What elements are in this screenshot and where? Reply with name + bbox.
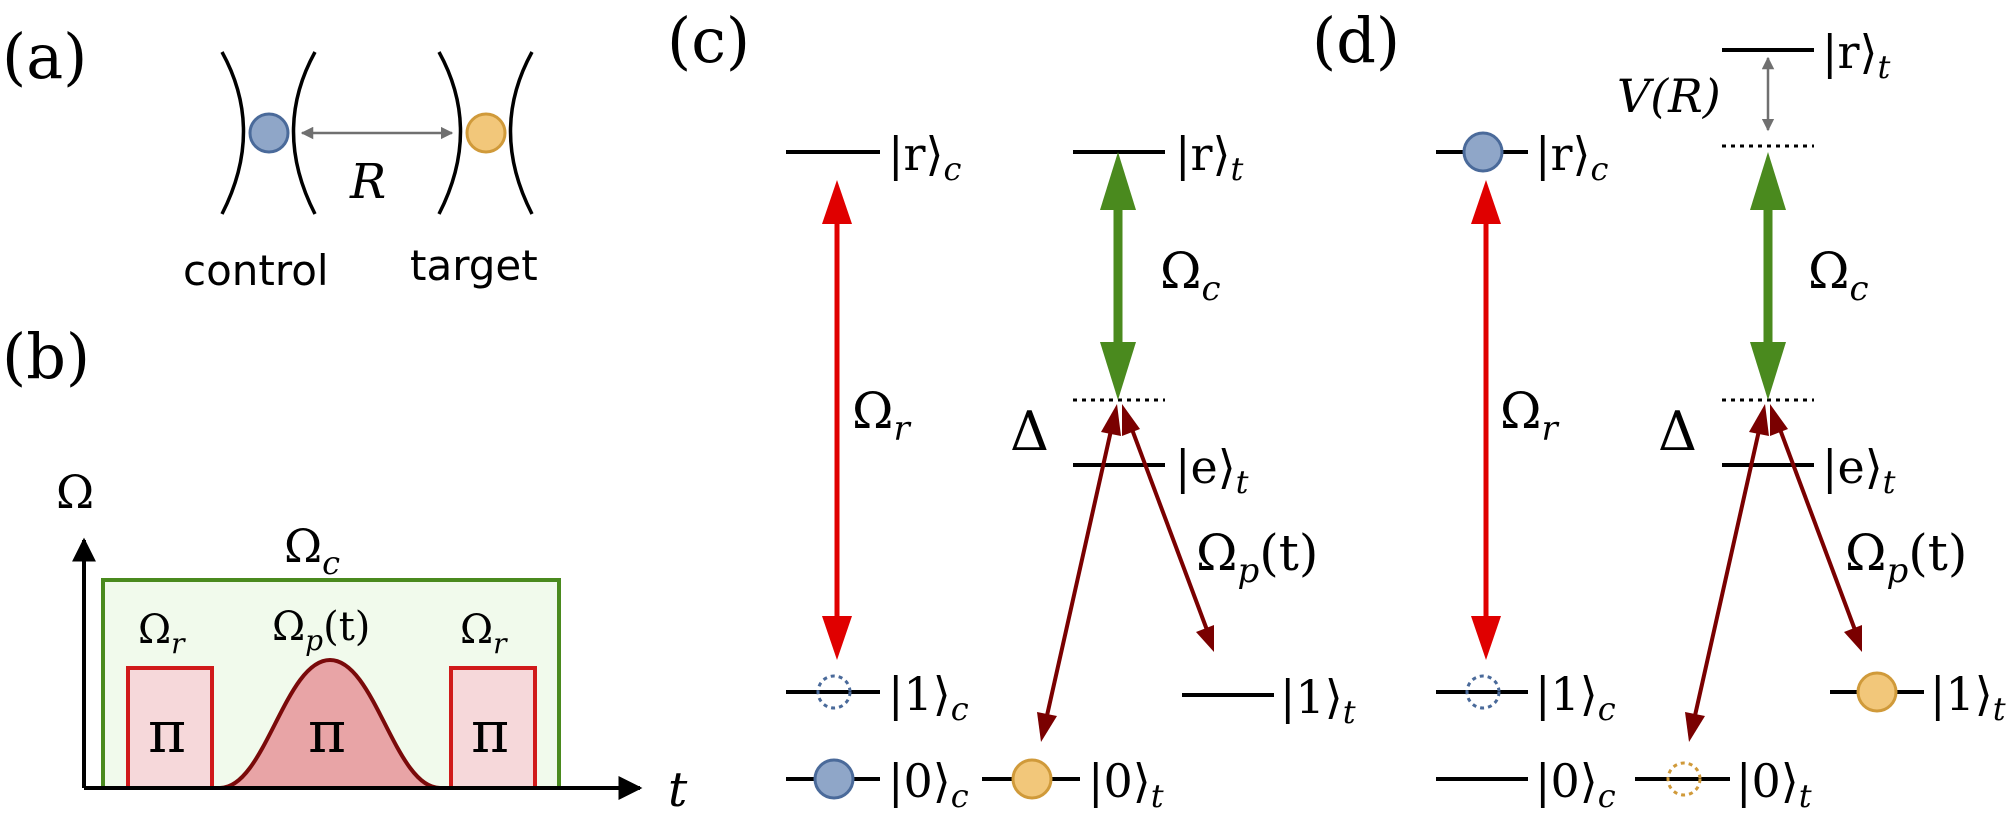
target-atom	[465, 112, 507, 154]
omega-c-head-up	[1100, 152, 1136, 210]
ghost-control-atom	[1465, 674, 1501, 710]
label-r-t: |r⟩t	[1175, 127, 1243, 188]
control-trap-left	[220, 51, 246, 215]
omega-p-right-head-down	[1844, 625, 1862, 652]
control-label: control	[183, 246, 329, 295]
control-trap-right	[291, 51, 317, 215]
omega-p-arrow-right	[1776, 423, 1857, 631]
omega-c-label: Ωc	[1160, 242, 1221, 309]
label-e-t: |e⟩t	[1822, 440, 1896, 501]
target-label: target	[410, 241, 538, 290]
coupling-label: Ωc	[284, 519, 340, 582]
target-trap-right	[508, 51, 534, 215]
pi-left: π	[148, 698, 186, 766]
omega-p-label: Ωp(t)	[1196, 524, 1318, 591]
control-atom-0	[813, 758, 855, 800]
label-0-t: |0⟩t	[1736, 754, 1812, 815]
panel-a-tag: (a)	[2, 20, 87, 93]
pulse-right-label: Ωr	[460, 607, 508, 660]
target-trap-left	[437, 51, 463, 215]
control-atom	[248, 112, 290, 154]
omega-p-arrow-right	[1128, 423, 1209, 631]
omega-r-head-down	[1471, 616, 1501, 660]
pi-mid: π	[308, 698, 346, 766]
panel-c-tag: (c)	[667, 4, 750, 77]
pulse-left-label: Ωr	[138, 607, 186, 660]
omega-c-head-up	[1750, 152, 1786, 210]
omega-c-head-down	[1100, 342, 1136, 400]
ghost-target-atom	[1666, 761, 1702, 797]
detuning-label: Δ	[1658, 400, 1697, 463]
panel-a: (a) R control target	[2, 20, 538, 295]
omega-p-left-head-down	[1037, 712, 1057, 742]
label-1-t: |1⟩t	[1930, 667, 2006, 728]
target-atom-0	[1011, 758, 1053, 800]
omega-p-right-head-up	[1770, 404, 1788, 436]
label-0-t: |0⟩t	[1088, 754, 1164, 815]
label-1-t: |1⟩t	[1280, 670, 1356, 731]
panel-b: (b) Ωc π Ωr π Ωp(t) π Ωr Ω t	[2, 320, 688, 816]
omega-p-right-head-up	[1122, 404, 1140, 436]
label-r-t: |r⟩t	[1822, 25, 1890, 86]
pi-right: π	[471, 698, 509, 766]
omega-p-arrow-left	[1044, 425, 1114, 721]
omega-r-label: Ωr	[852, 382, 911, 449]
label-0-c: |0⟩c	[1535, 754, 1616, 815]
y-axis-label: Ω	[56, 465, 94, 519]
ghost-control-atom	[816, 674, 852, 710]
omega-p-left-head-down	[1685, 712, 1705, 742]
gaussian-pulse	[219, 657, 441, 790]
x-axis-label: t	[668, 762, 688, 816]
omega-p-label: Ωp(t)	[1845, 524, 1967, 591]
distance-label: R	[349, 154, 386, 210]
omega-r-label: Ωr	[1500, 382, 1559, 449]
label-1-c: |1⟩c	[1535, 667, 1616, 728]
omega-r-head-up	[1471, 180, 1501, 224]
detuning-label: Δ	[1010, 400, 1049, 463]
panel-c: (c) |r⟩c |1⟩c |0⟩c Ωr |r⟩t |e⟩t Δ |1⟩t |…	[667, 4, 1356, 815]
omega-p-left-head-up	[1749, 404, 1769, 436]
omega-r-head-down	[822, 616, 852, 660]
panel-d: (d) |r⟩c |1⟩c |0⟩c Ωr |r⟩t V(R) |e⟩t Δ |…	[1312, 4, 2006, 815]
omega-c-head-down	[1750, 342, 1786, 400]
panel-b-tag: (b)	[2, 320, 90, 393]
omega-c-label: Ωc	[1808, 242, 1869, 309]
pi-pulse-left	[126, 666, 214, 790]
target-atom-1	[1856, 671, 1898, 713]
pulse-mid-label: Ωp(t)	[272, 604, 370, 657]
interaction-label: V(R)	[1617, 69, 1721, 123]
label-1-c: |1⟩c	[888, 667, 969, 728]
omega-p-arrow-left	[1692, 425, 1762, 721]
label-0-c: |0⟩c	[888, 754, 969, 815]
panel-d-tag: (d)	[1312, 4, 1400, 77]
omega-p-right-head-down	[1196, 625, 1214, 652]
control-atom-r	[1462, 131, 1504, 173]
label-r-c: |r⟩c	[1535, 127, 1608, 188]
label-r-c: |r⟩c	[888, 127, 961, 188]
omega-p-left-head-up	[1101, 404, 1121, 436]
label-e-t: |e⟩t	[1175, 440, 1249, 501]
omega-r-head-up	[822, 180, 852, 224]
